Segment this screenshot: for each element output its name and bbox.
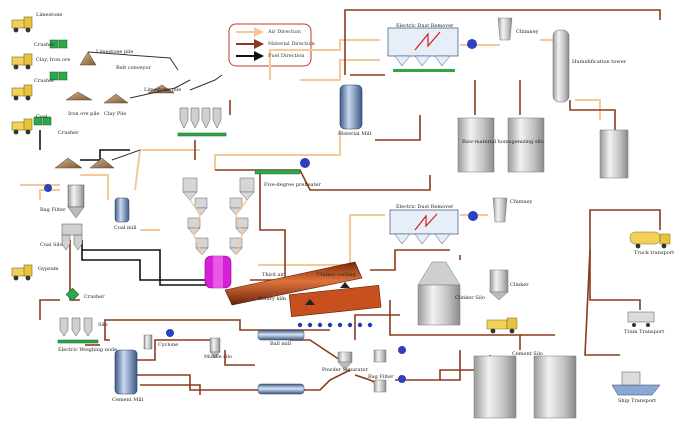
label-clay-pile: Clay Pile [104, 111, 127, 117]
label-crusher-2: Crusher [34, 78, 55, 84]
train-transport-unit [627, 311, 655, 327]
limestone-truck [11, 16, 33, 33]
label-silo: Silo [98, 322, 108, 328]
middle-silo-unit [209, 337, 221, 359]
preheater-tower [182, 177, 255, 256]
legend-material-label: Material Direction [268, 41, 315, 47]
legend-air-label: Air Direction [268, 29, 301, 35]
ball-mill-1 [257, 329, 305, 341]
label-limestone: Limestone [36, 12, 63, 18]
bag-filter-1 [44, 184, 85, 219]
chimney-2 [492, 197, 508, 223]
label-five-degree-preheater: Five-degree preheater [264, 182, 321, 188]
coal-mill-unit [114, 197, 130, 223]
crusher-icons [33, 39, 80, 302]
label-cyclone: Cyclone [158, 342, 179, 348]
gypsum-truck [11, 264, 33, 281]
preheater-fan-icon [300, 158, 310, 168]
label-material-mill: Material Mill [338, 131, 372, 137]
label-limestone-pile-top: Limestone pile [96, 49, 134, 55]
clay-truck-2 [11, 84, 33, 101]
label-middle-silo: Middle silo [204, 354, 233, 360]
label-electric-weighing: Electric Weighing node [58, 347, 118, 353]
label-crusher-1: Crusher [34, 42, 55, 48]
label-coal-silo: Coal Silo [40, 242, 63, 248]
label-gypsum: Gypsum [38, 266, 59, 272]
powder-separator-unit [337, 351, 353, 371]
label-humidification-tower: Humidification tower [572, 59, 626, 65]
clinker-silo-unit [417, 261, 509, 326]
clinker-truck-unit [486, 317, 518, 334]
raw-hoppers [177, 107, 227, 137]
label-electric-dust-remover-1: Electric Dust Remover [396, 23, 454, 29]
fuel-lines [39, 130, 230, 286]
label-raw-material-silo: Raw-material homogenizing silo [462, 139, 544, 145]
label-clinker-truck: Clinker [510, 282, 529, 288]
coal-silos [61, 223, 83, 251]
preheater-risers [189, 199, 248, 256]
material-piles [54, 51, 175, 169]
label-iron-ore-pile: Iron ore pile [68, 111, 100, 117]
gypsum-silos [57, 317, 99, 344]
label-clinker-cooling: Clinker cooling [317, 272, 356, 278]
label-clay-iron-ore: Clay, Iron ore [36, 57, 71, 63]
dust-remover-2 [389, 209, 478, 245]
label-ball-mill: Ball mill [270, 341, 291, 347]
chimney-1 [497, 17, 513, 41]
precalciner [204, 255, 232, 289]
raw-material-silos [457, 117, 629, 179]
label-crusher-coal: Crusher [58, 130, 79, 136]
label-crusher-gypsum: Crusher [84, 294, 105, 300]
ship-transport-unit [611, 371, 661, 396]
label-bag-filter-1: Bag Filter [40, 207, 66, 213]
rotary-kiln-unit [224, 261, 382, 328]
label-cement-silo: Cement Silo [512, 351, 543, 357]
label-chimney-2: Chimney [510, 199, 533, 205]
label-ship-transport: Ship Transport [618, 398, 657, 404]
legend-box [228, 23, 312, 67]
label-cement-mill: Cement Mill [112, 397, 144, 403]
material-mill-unit [339, 84, 363, 130]
label-train-transport: Train Transport [624, 329, 665, 335]
clay-truck [11, 53, 33, 70]
humidification-tower-unit [552, 29, 570, 103]
label-rotary-kiln: Rotary kiln [258, 296, 287, 302]
label-belt-conveyor: Belt conveyor [116, 65, 151, 71]
label-chimney-1: Chimney [516, 29, 539, 35]
label-clinker-silo: Clinker Silo [455, 295, 485, 301]
bag-filter-2-unit [373, 346, 406, 393]
label-coal: Coal [36, 114, 48, 120]
ball-mill-2 [257, 383, 305, 395]
preheater-feed-bar [254, 169, 301, 175]
label-electric-dust-remover-2: Electric Dust Remover [396, 204, 454, 210]
label-truck-transport: Truck transport [634, 250, 675, 256]
label-coal-mill: Coal mill [114, 225, 137, 231]
belt-conveyors [87, 51, 223, 161]
legend-fuel-label: Fuel Direction [268, 53, 305, 59]
label-bag-filter-2: Bag Filter [368, 374, 394, 380]
cement-silos [473, 355, 577, 419]
label-powder-separator: Powder Separator [322, 367, 368, 373]
label-limestone-pile: Limestone pile [144, 87, 182, 93]
dust-remover-1 [387, 27, 477, 72]
coal-truck [11, 118, 33, 135]
cement-mill-unit [114, 329, 174, 395]
material-lines [39, 9, 661, 395]
truck-transport-unit [629, 231, 671, 249]
label-third-air: Third air [262, 272, 285, 278]
